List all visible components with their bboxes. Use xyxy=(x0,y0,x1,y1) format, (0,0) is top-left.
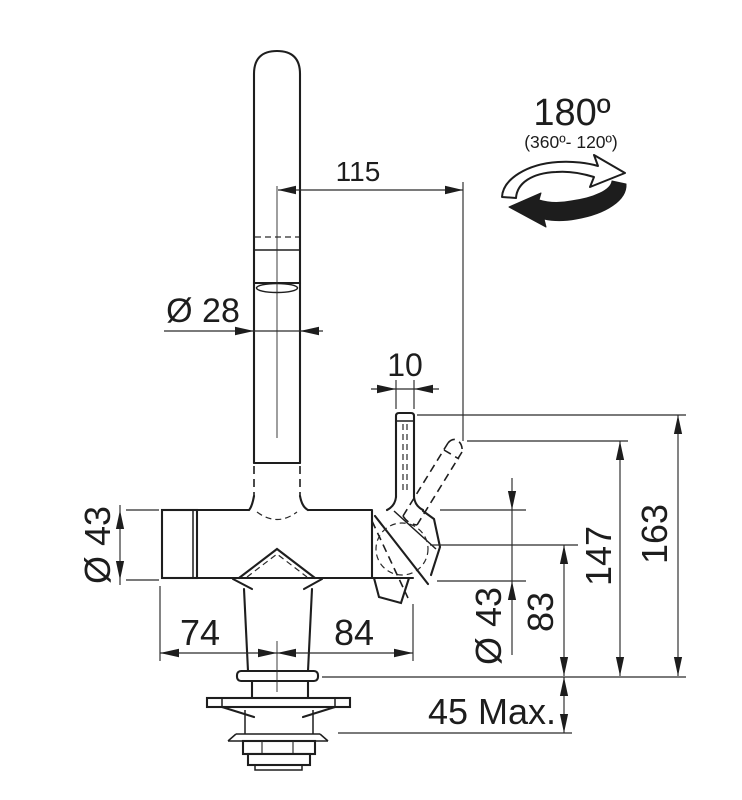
rotation-range-label: (360º- 120º) xyxy=(524,132,618,152)
rotation-arrow-top-icon xyxy=(501,154,626,199)
dim-spout-reach-115: 115 xyxy=(278,156,464,441)
dim-115-label: 115 xyxy=(336,156,381,187)
dim-offsets-74-84: 74 84 xyxy=(159,586,414,661)
rotation-arrow-bottom-icon xyxy=(508,180,627,228)
spout-tube xyxy=(247,49,310,521)
dim-spout-diameter-28: Ø 28 xyxy=(164,292,323,336)
dim-84-label: 84 xyxy=(334,612,374,653)
mounting-nut xyxy=(241,739,317,756)
dim-83-label: 83 xyxy=(520,592,561,632)
dim-163-label: 163 xyxy=(634,504,675,564)
spray-valve-body xyxy=(366,508,442,605)
handle-lever xyxy=(385,411,425,512)
dim-43-left-label: Ø 43 xyxy=(77,506,118,584)
dim-handle-height-147: 147 xyxy=(467,440,628,676)
dim-10-label: 10 xyxy=(387,347,423,383)
dim-handle-width-10: 10 xyxy=(371,347,439,409)
dim-spray-body-diameter-43: Ø 43 xyxy=(437,478,526,665)
handle-rotated-dashed xyxy=(402,438,463,526)
tee-body xyxy=(160,508,374,591)
rotation-angle-label: 180º xyxy=(533,92,610,134)
dim-spray-height-83: 83 xyxy=(430,544,578,676)
cone-neck xyxy=(242,587,314,673)
dim-countertop-45max: 45 Max. xyxy=(322,676,686,734)
dim-147-label: 147 xyxy=(578,526,619,586)
rotation-callout: 180º (360º- 120º) xyxy=(501,92,627,228)
base-assembly xyxy=(205,641,352,771)
dim-45max-label: 45 Max. xyxy=(428,691,556,732)
dim-28-label: Ø 28 xyxy=(166,292,240,330)
dim-74-label: 74 xyxy=(180,612,220,653)
dim-43-right-label: Ø 43 xyxy=(468,587,509,665)
dim-overall-height-163: 163 xyxy=(417,414,686,676)
dim-body-diameter-43-left: Ø 43 xyxy=(77,505,159,585)
